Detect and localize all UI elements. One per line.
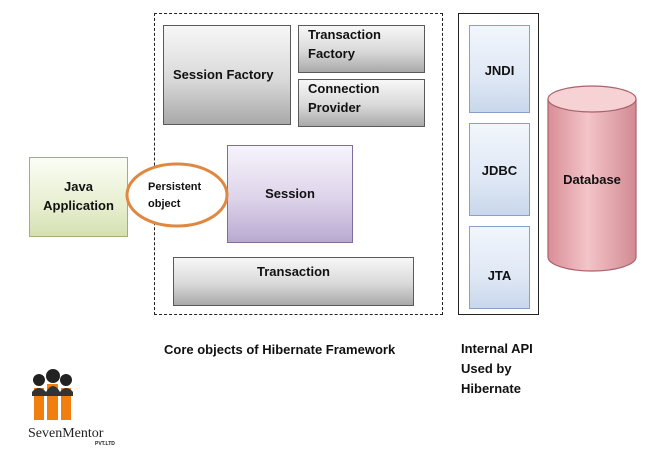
transaction-factory-line1: Transaction [308, 27, 381, 42]
logo-bar-mid [47, 384, 58, 420]
api-item-jndi-label: JNDI [484, 63, 515, 78]
session-label: Session [265, 185, 315, 201]
logo-head-right [60, 374, 72, 386]
api-item-jta: JTA [469, 226, 530, 309]
database-label: Database [563, 171, 621, 187]
api-item-jndi: JNDI [469, 25, 530, 113]
sevenmentor-logo-icon [32, 369, 73, 420]
session-factory-box: Session Factory [163, 25, 291, 125]
transaction-factory-box: Transaction Factory [298, 25, 425, 73]
database-body [547, 98, 637, 272]
session-box: Session [227, 145, 353, 243]
persistent-object-line1: Persistent [148, 180, 202, 193]
internal-api-caption-line2: Used by [461, 361, 512, 377]
java-application-line1: Java [64, 179, 93, 195]
connection-provider-line2: Provider [308, 99, 361, 115]
logo-subtext: PVT.LTD [95, 441, 115, 447]
connection-provider-box: Connection Provider [298, 79, 425, 127]
logo-head-mid [46, 369, 60, 383]
transaction-factory-line2: Factory [308, 45, 355, 61]
logo-bar-left [34, 388, 44, 420]
api-item-jdbc: JDBC [469, 123, 530, 216]
persistent-object-line2: object [148, 198, 181, 210]
api-item-jta-label: JTA [487, 268, 512, 283]
persistent-object-outline [125, 162, 229, 228]
transaction-box: Transaction [173, 257, 414, 306]
internal-api-caption: Internal API Used by Hibernate [461, 339, 533, 399]
database-top [547, 85, 637, 113]
transaction-label: Transaction [257, 264, 330, 279]
java-application-box: Java Application [29, 157, 128, 237]
hibernate-framework-container [154, 13, 443, 315]
api-item-jdbc-label: JDBC [481, 163, 518, 178]
logo-text: SevenMentor [28, 426, 104, 441]
internal-api-caption-line1: Internal API [461, 341, 533, 356]
logo-bar-right [61, 388, 71, 420]
logo-shoulders [32, 386, 73, 396]
session-factory-label: Session Factory [173, 66, 274, 82]
framework-caption: Core objects of Hibernate Framework [164, 342, 396, 357]
logo-head-left [33, 374, 45, 386]
database-cylinder [547, 85, 637, 272]
java-application-line2: Application [43, 198, 114, 213]
connection-provider-line1: Connection [308, 81, 380, 96]
internal-api-caption-line3: Hibernate [461, 381, 521, 397]
internal-api-container [458, 13, 539, 315]
persistent-object-text: Persistent object [128, 178, 226, 214]
